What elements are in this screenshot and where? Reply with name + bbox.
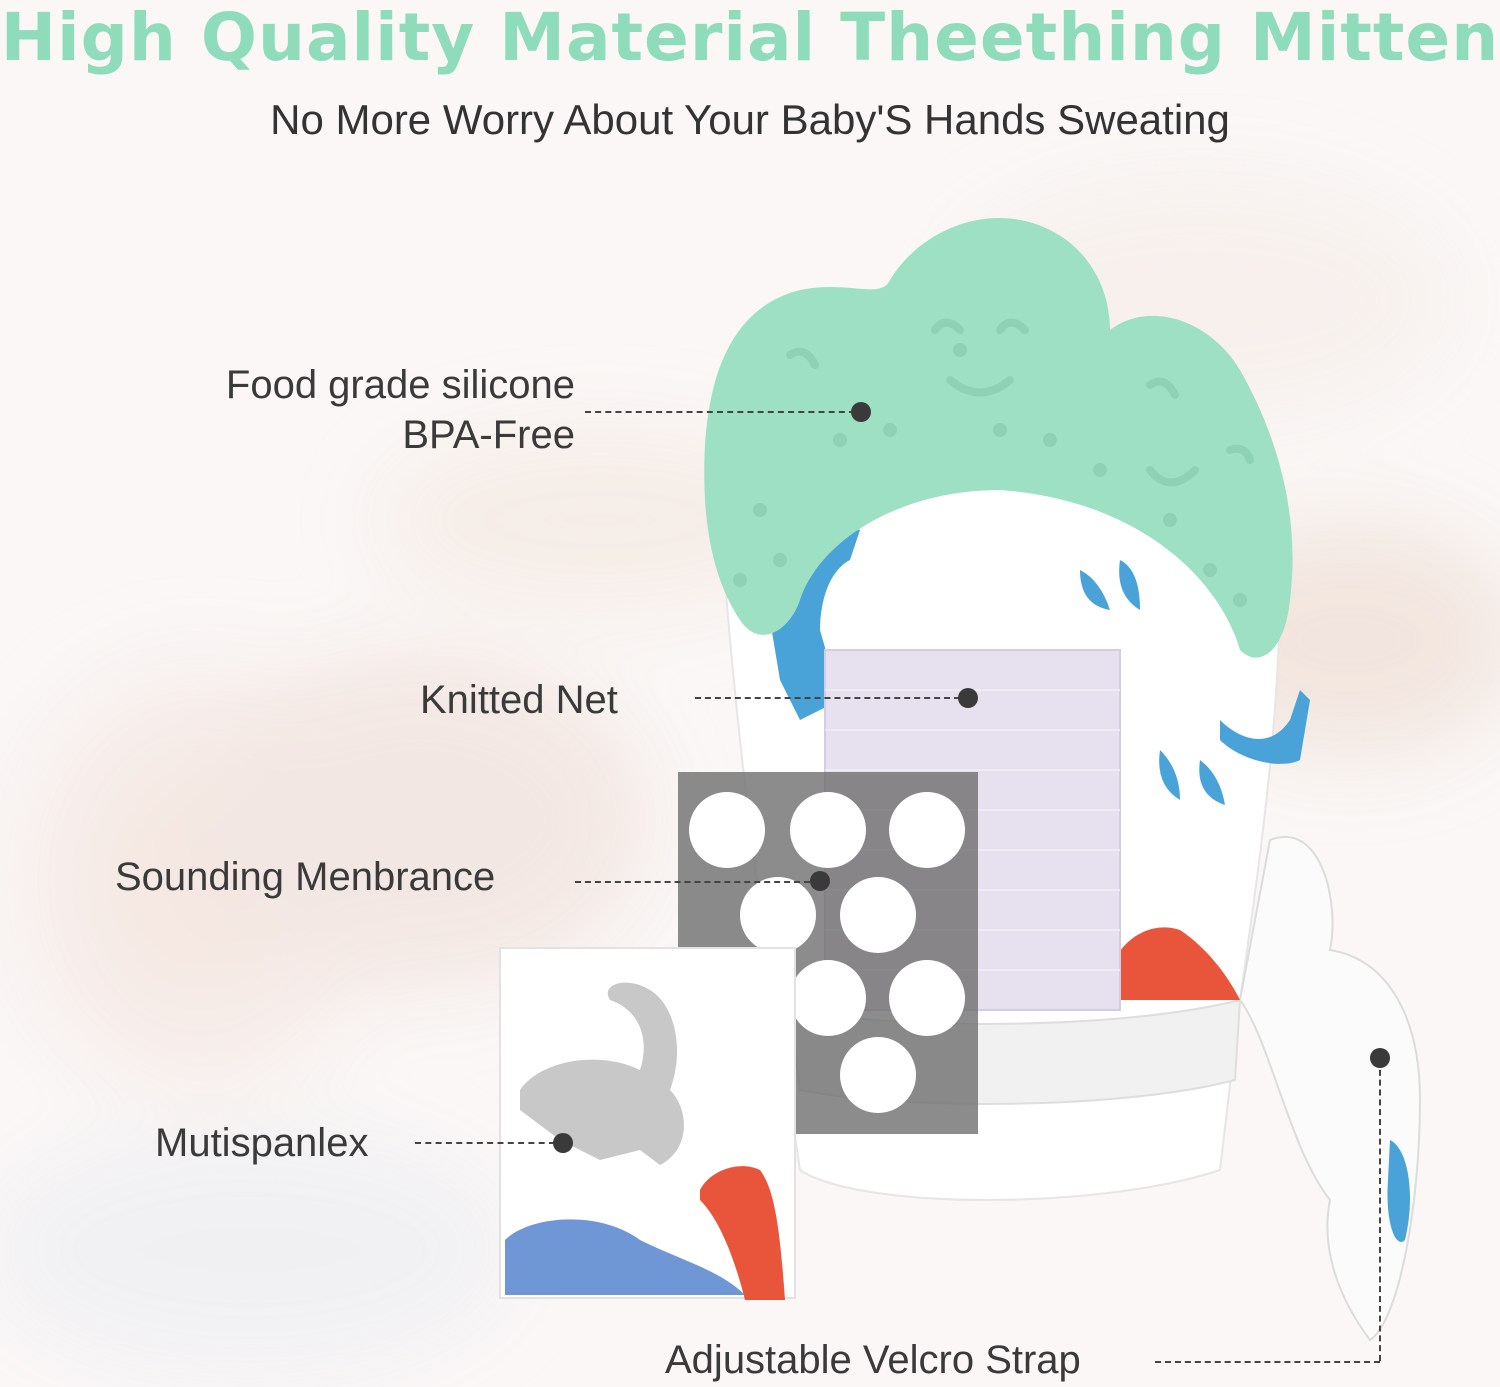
silicone-teether-top <box>704 218 1293 658</box>
callout-strap-dot <box>1370 1048 1390 1068</box>
swatch-blue-dinosaur <box>505 1219 745 1295</box>
callout-mutispanlex-dot <box>553 1133 573 1153</box>
callout-sounding-label: Sounding Menbrance <box>115 855 496 899</box>
callout-knitted-net-dot <box>958 688 978 708</box>
callout-knitted-net-leader <box>695 697 960 699</box>
callout-silicone-leader <box>585 411 855 413</box>
callout-mutispanlex-leader <box>415 1142 555 1144</box>
swatch-gray-dinosaur <box>520 982 684 1165</box>
dinosaur-print-red <box>1110 927 1240 1000</box>
callout-strap-label: Adjustable Velcro Strap <box>665 1338 1081 1382</box>
callout-silicone-line2: BPA-Free <box>402 413 575 457</box>
callout-silicone-dot <box>851 402 871 422</box>
callout-sounding-dot <box>810 871 830 891</box>
membrane-holes <box>689 792 965 1113</box>
callout-knitted-net-label: Knitted Net <box>420 678 618 722</box>
dinosaur-print-blue-right <box>1220 690 1310 764</box>
callout-strap-vertical-leader <box>1379 1060 1381 1361</box>
callout-silicone-label: Food grade silicone BPA-Free <box>226 360 575 460</box>
callout-mutispanlex-label: Mutispanlex <box>155 1121 369 1165</box>
page-title: High Quality Material Theething Mitten <box>0 0 1500 76</box>
callout-silicone-line1: Food grade silicone <box>225 363 575 407</box>
callout-strap-leader <box>1155 1361 1380 1363</box>
leaf-prints <box>1080 560 1225 805</box>
silicone-smiley-faces <box>786 318 1254 487</box>
silicone-bumps <box>733 343 1247 607</box>
page-subtitle: No More Worry About Your Baby'S Hands Sw… <box>270 96 1230 143</box>
swatch-red-dinosaur <box>700 1166 785 1300</box>
velcro-strap <box>1238 836 1422 1342</box>
callout-sounding-leader <box>575 881 810 883</box>
